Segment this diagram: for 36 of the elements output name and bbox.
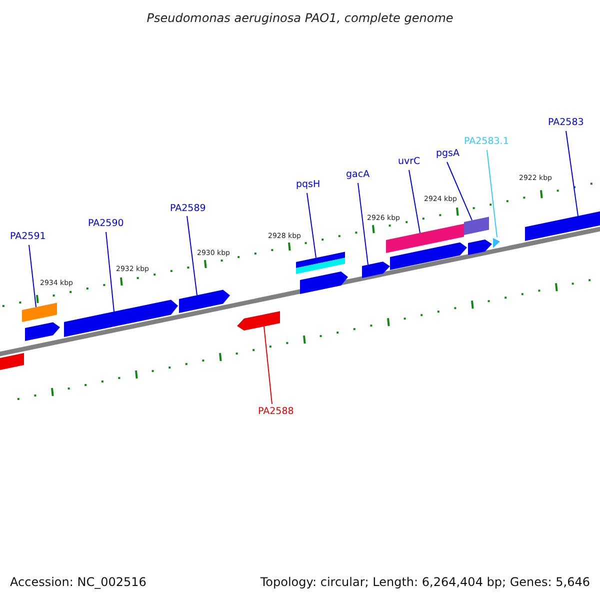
- leader-line: [358, 182, 368, 266]
- gene-label: pqsH: [296, 180, 320, 190]
- leader-line: [264, 326, 272, 404]
- leader-line: [186, 216, 198, 296]
- pointed-gene-block: [390, 242, 467, 270]
- accession-text: Accession: NC_002516: [10, 576, 146, 588]
- gene-label: uvrC: [398, 157, 420, 166]
- gene-label: PA2583: [548, 118, 584, 128]
- leader-line: [306, 192, 316, 258]
- gene-block: [22, 302, 57, 322]
- gene-label: PA2583.1: [464, 137, 509, 146]
- gene-label: gacA: [346, 170, 370, 180]
- gene-block: [386, 224, 464, 253]
- gene-label: PA2591: [10, 232, 46, 242]
- pointed-gene-block: [468, 240, 492, 255]
- leader-line: [106, 232, 114, 312]
- pointed-gene-block: [300, 272, 348, 294]
- pointed-gene-block: [64, 300, 178, 337]
- gene-label: PA2589: [170, 204, 206, 214]
- summary-text: Topology: circular; Length: 6,264,404 bp; Genes: 5,646: [260, 576, 590, 588]
- gene-label: PA2590: [88, 219, 124, 228]
- gene-label: pgsA: [436, 149, 460, 158]
- gene-block: [296, 252, 345, 274]
- pointed-gene-block: [362, 262, 390, 278]
- pointed-gene-block: [237, 311, 280, 330]
- pointed-gene-block: [25, 322, 60, 341]
- leader-line: [446, 162, 472, 221]
- pointed-gene-block: [179, 290, 230, 313]
- gene-block: [0, 353, 24, 370]
- gene-label: PA2588: [258, 407, 294, 416]
- leader-line: [486, 150, 498, 238]
- leader-line: [566, 130, 578, 216]
- leader-line: [28, 244, 36, 308]
- gene-block: [464, 216, 489, 235]
- title: Pseudomonas aeruginosa PAO1, complete genome: [146, 12, 454, 24]
- gene-block: [525, 210, 600, 241]
